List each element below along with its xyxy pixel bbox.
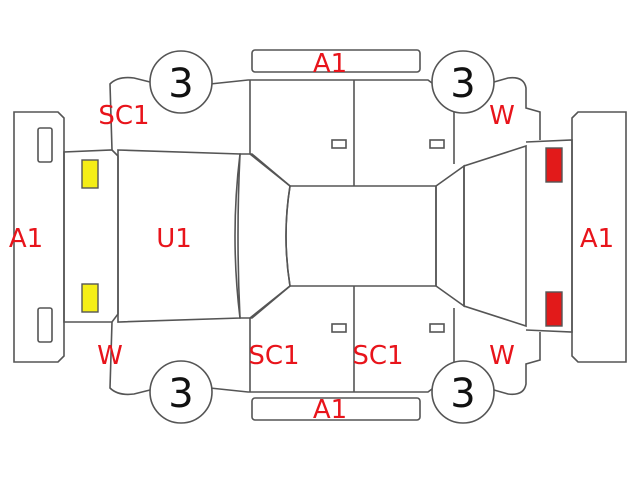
bottom-rear-wheel-label: 3 bbox=[450, 371, 475, 417]
rear-right-lamp bbox=[545, 291, 563, 327]
bottom-front-wheel bbox=[149, 360, 213, 424]
bottom-doors-outline bbox=[249, 285, 455, 392]
front-bumper-upper-slot bbox=[37, 127, 53, 163]
bottom-front-door-code: SC1 bbox=[248, 341, 299, 371]
front-right-lamp bbox=[81, 283, 99, 313]
bottom-side-panel-outline bbox=[251, 397, 421, 421]
top-rear-wheel-label: 3 bbox=[450, 61, 475, 107]
top-side-panel-outline bbox=[251, 49, 421, 73]
rear-panel-outline bbox=[525, 139, 573, 333]
top-front-wheel-label: 3 bbox=[168, 61, 193, 107]
bottom-front-wheel-label: 3 bbox=[168, 371, 193, 417]
left-front-fender-code: SC1 bbox=[98, 101, 149, 131]
bottom-side-code: A1 bbox=[313, 395, 347, 425]
left-bottom-fender-code: W bbox=[97, 341, 123, 371]
bottom-rear-door-code: SC1 bbox=[352, 341, 403, 371]
top-rear-door-handle bbox=[429, 139, 445, 149]
bottom-front-door-handle bbox=[331, 323, 347, 333]
rear-window-outline bbox=[435, 164, 465, 308]
hood-code: U1 bbox=[156, 224, 192, 254]
right-top-fender-code: W bbox=[489, 101, 515, 131]
front-bumper-outline bbox=[13, 111, 65, 363]
bottom-rear-wheel bbox=[431, 360, 495, 424]
front-left-lamp bbox=[81, 159, 99, 189]
trunk-outline bbox=[463, 144, 527, 328]
bottom-rear-door-handle bbox=[429, 323, 445, 333]
rear-left-lamp bbox=[545, 147, 563, 183]
roof-outline bbox=[285, 185, 437, 287]
top-rear-wheel bbox=[431, 50, 495, 114]
rear-bumper-outline bbox=[571, 111, 627, 363]
right-bottom-fender-code: W bbox=[489, 341, 515, 371]
front-bumper-code: A1 bbox=[9, 224, 43, 254]
top-front-door-handle bbox=[331, 139, 347, 149]
rear-bumper-code: A1 bbox=[580, 224, 614, 254]
front-bumper-lower-slot bbox=[37, 307, 53, 343]
top-doors-outline bbox=[249, 80, 455, 187]
top-side-code: A1 bbox=[313, 49, 347, 79]
top-front-wheel bbox=[149, 50, 213, 114]
